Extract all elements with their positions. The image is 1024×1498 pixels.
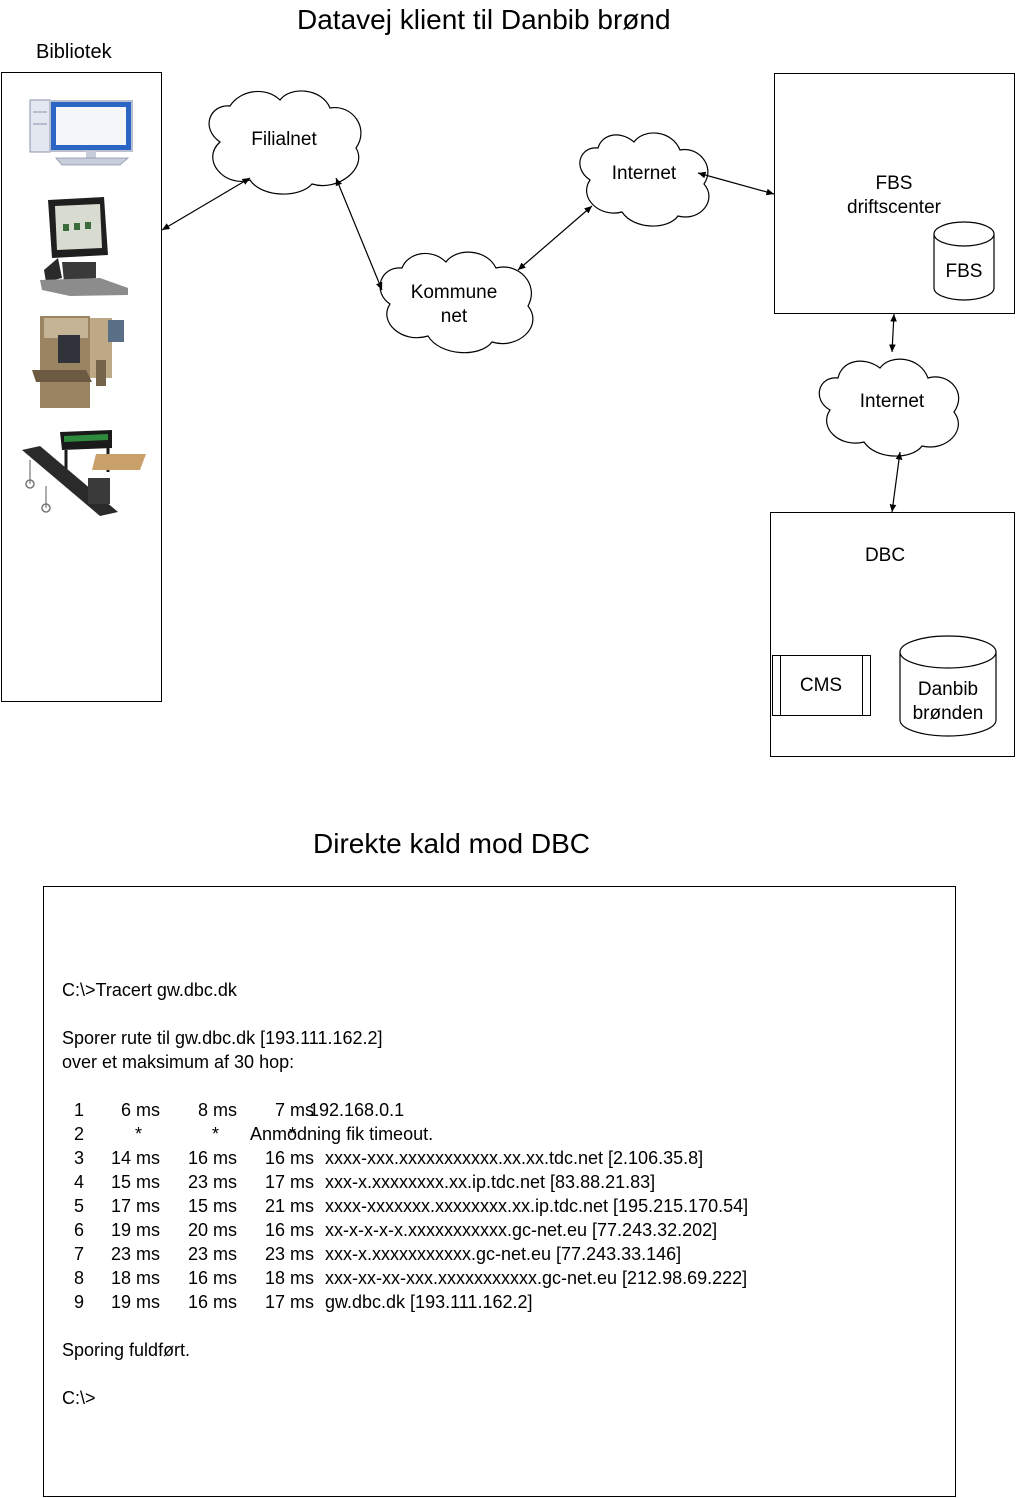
terminal-title: Direkte kald mod DBC (313, 828, 590, 859)
hop-time: 18 ms (264, 1268, 314, 1288)
hop-number: 6 (73, 1220, 84, 1240)
diagram-title: Datavej klient til Danbib brønd (297, 4, 671, 35)
hop-time: 23 ms (187, 1172, 237, 1192)
cms-process-box (772, 655, 871, 716)
kommunenet-label-line1: Kommune (410, 282, 498, 303)
danbib-label-line2: brønden (912, 703, 984, 724)
hop-number: 5 (73, 1196, 84, 1216)
hop-time: 19 ms (110, 1292, 160, 1312)
hop-number: 8 (73, 1268, 84, 1288)
kommunenet-cloud-shape (379, 251, 534, 354)
library-label: Bibliotek (36, 41, 112, 63)
hop-host: xxxx-xxx.xxxxxxxxxxx.xx.xx.tdc.net [2.10… (325, 1148, 704, 1168)
hop-host: xx-x-x-x-x.xxxxxxxxxxx.gc-net.eu [77.243… (325, 1220, 718, 1240)
hop-host: xxx-x.xxxxxxxx.xx.ip.tdc.net [83.88.21.8… (325, 1172, 656, 1192)
fbs-database-icon (933, 221, 995, 301)
hop-number: 3 (73, 1148, 84, 1168)
desktop-computer-icon (29, 99, 133, 166)
hop-time: 16 ms (264, 1148, 314, 1168)
kommunenet-label-line2: net (440, 306, 468, 327)
hop-time: * (288, 1124, 296, 1144)
hop-time: 7 ms (274, 1100, 314, 1120)
fbs-db-label: FBS (945, 261, 983, 282)
internet-right-cloud-shape (818, 358, 960, 457)
internet-right-label: Internet (859, 391, 925, 412)
hop-host: xxxx-xxxxxxx.xxxxxxxx.xx.ip.tdc.net [195… (325, 1196, 749, 1216)
hop-time: * (134, 1124, 142, 1144)
filialnet-label: Filialnet (251, 129, 317, 150)
hop-time: 23 ms (110, 1244, 160, 1264)
return-machine-icon (32, 316, 124, 408)
cms-label: CMS (799, 675, 843, 696)
hop-host: gw.dbc.dk [193.111.162.2] (325, 1292, 533, 1312)
hop-time: 15 ms (110, 1172, 160, 1192)
connector-lines (161, 171, 903, 513)
command-line: C:\>Tracert gw.dbc.dk (62, 980, 237, 1000)
hop-time: 21 ms (264, 1196, 314, 1216)
terminal-prompt: C:\> (62, 1388, 96, 1408)
self-service-kiosk-icon (40, 197, 128, 296)
hop-time: 17 ms (264, 1292, 314, 1312)
danbib-database-icon (899, 635, 997, 737)
sorting-conveyor-icon (22, 430, 146, 516)
hop-time: 16 ms (264, 1220, 314, 1240)
internet-top-label: Internet (611, 163, 677, 184)
hop-time: 15 ms (187, 1196, 237, 1216)
hop-host: 192.168.0.1 (309, 1100, 405, 1120)
fbs-label-line1: FBS (875, 173, 913, 194)
hop-time: 16 ms (187, 1148, 237, 1168)
hop-number: 7 (73, 1244, 84, 1264)
internet-top-cloud-shape (579, 132, 710, 227)
hop-time: 18 ms (110, 1268, 160, 1288)
hop-time: 8 ms (197, 1100, 237, 1120)
hop-host: xxx-x.xxxxxxxxxxx.gc-net.eu [77.243.33.1… (325, 1244, 682, 1264)
hop-timeout-message: Anmodning fik timeout. (250, 1124, 434, 1144)
hop-time: 20 ms (187, 1220, 237, 1240)
hop-number: 4 (73, 1172, 84, 1192)
hop-time: 16 ms (187, 1268, 237, 1288)
dbc-title: DBC (864, 545, 906, 566)
fbs-label-line2: driftscenter (847, 197, 941, 218)
hop-time: 16 ms (187, 1292, 237, 1312)
trace-header-line1: Sporer rute til gw.dbc.dk [193.111.162.2… (62, 1028, 383, 1048)
hop-number: 1 (73, 1100, 84, 1120)
hop-time: * (211, 1124, 219, 1144)
trace-complete: Sporing fuldført. (62, 1340, 191, 1360)
hop-time: 23 ms (264, 1244, 314, 1264)
network-diagram (22, 73, 1015, 757)
hop-host: xxx-xx-xx-xxx.xxxxxxxxxxx.gc-net.eu [212… (325, 1268, 748, 1288)
hop-time: 6 ms (120, 1100, 160, 1120)
hop-time: 23 ms (187, 1244, 237, 1264)
hop-number: 2 (73, 1124, 84, 1144)
hop-time: 19 ms (110, 1220, 160, 1240)
trace-header-line2: over et maksimum af 30 hop: (62, 1052, 295, 1072)
danbib-label-line1: Danbib (917, 679, 979, 700)
hop-time: 17 ms (110, 1196, 160, 1216)
hop-number: 9 (73, 1292, 84, 1312)
hop-time: 14 ms (110, 1148, 160, 1168)
tracert-output-box: C:\>Tracert gw.dbc.dk Sporer rute til gw… (43, 886, 956, 1497)
hop-time: 17 ms (264, 1172, 314, 1192)
